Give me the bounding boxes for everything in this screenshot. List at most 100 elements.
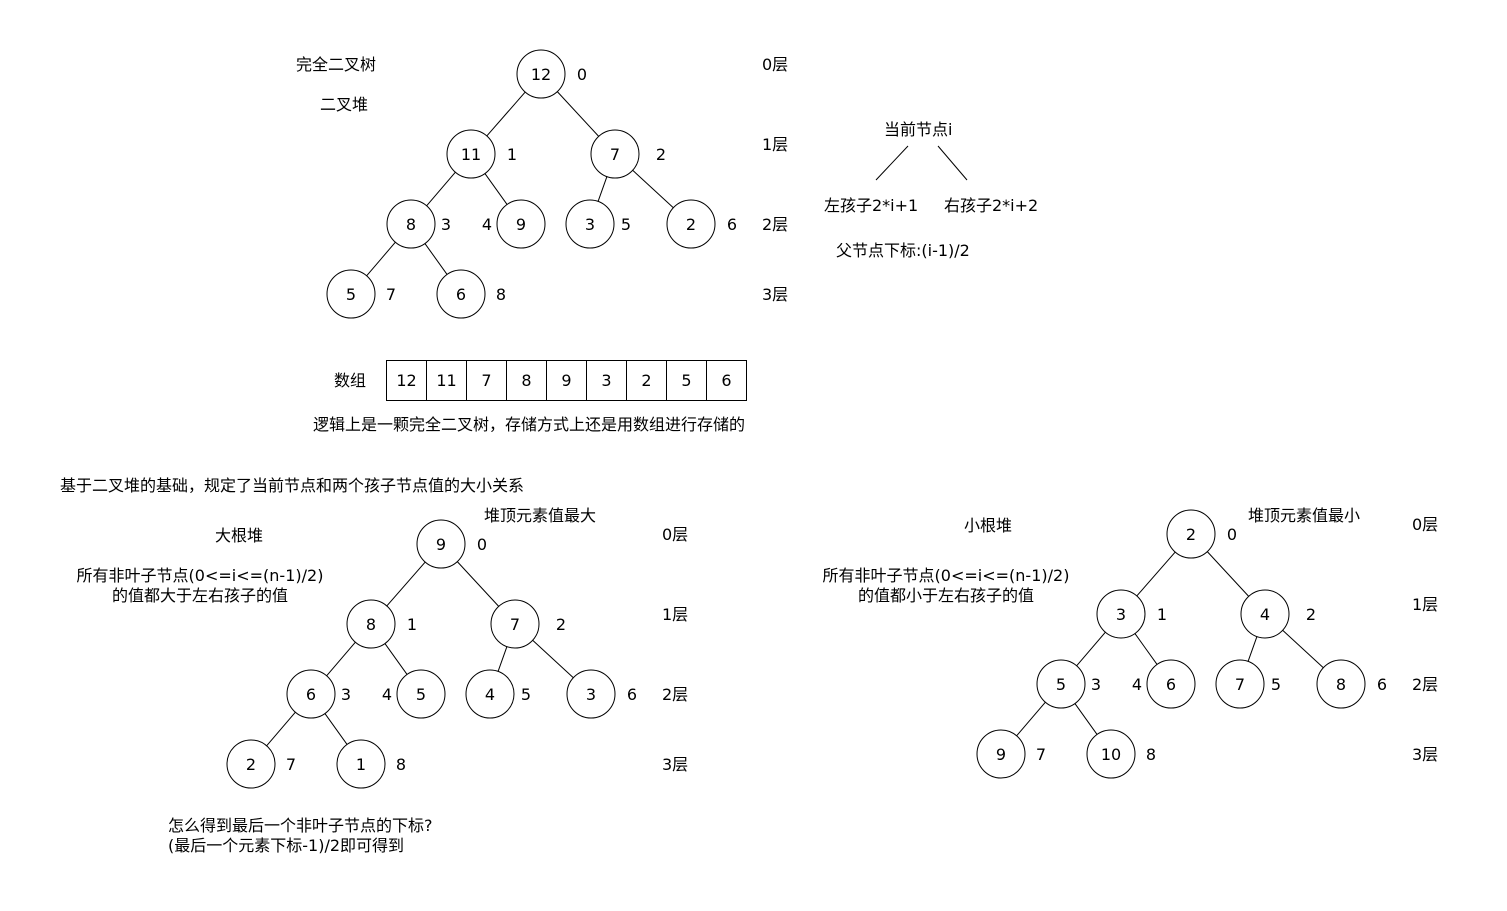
max-heap-edge-3-8	[324, 713, 348, 745]
top-node-index-3: 3	[441, 215, 451, 234]
rule-right-edge	[937, 145, 968, 181]
max-heap-node-1	[346, 599, 396, 649]
min-heap-node-1	[1096, 589, 1146, 639]
top-level-1: 1层	[762, 135, 788, 154]
min-heap-top-note: 堆顶元素值最小	[1248, 506, 1361, 525]
min-heap-node-index-4: 4	[1132, 675, 1142, 694]
min-heap-node-index-0: 0	[1227, 525, 1237, 544]
min-heap-node-7	[976, 729, 1026, 779]
top-node-5	[565, 199, 615, 249]
min-heap-level-0: 0层	[1412, 515, 1438, 534]
max-heap-desc-line1: 所有非叶子节点(0<=i<=(n-1)/2)	[76, 566, 324, 585]
max-heap-node-value-3: 6	[306, 685, 316, 704]
min-heap-edge-2-5	[1247, 636, 1258, 662]
top-node-value-0: 12	[531, 65, 551, 84]
max-heap-edge-0-1	[386, 561, 426, 607]
top-node-value-1: 11	[461, 145, 481, 164]
min-heap-node-5	[1215, 659, 1265, 709]
min-heap-node-index-6: 6	[1377, 675, 1387, 694]
max-heap-top-note: 堆顶元素值最大	[484, 506, 597, 525]
top-edge-3-7	[366, 241, 396, 277]
min-heap-node-2	[1240, 589, 1290, 639]
min-heap-node-index-5: 5	[1271, 675, 1281, 694]
min-heap-node-value-6: 8	[1336, 675, 1346, 694]
min-heap-desc-line1: 所有非叶子节点(0<=i<=(n-1)/2)	[822, 566, 1070, 585]
min-heap-node-0	[1166, 509, 1216, 559]
rule-right-child: 右孩子2*i+2	[944, 196, 1039, 215]
max-heap-node-2	[490, 599, 540, 649]
question-line1: 怎么得到最后一个非叶子节点的下标?	[168, 816, 433, 835]
min-heap-node-index-1: 1	[1157, 605, 1167, 624]
rule-current-node: 当前节点i	[884, 120, 953, 139]
max-heap-node-index-3: 3	[341, 685, 351, 704]
min-heap-node-index-7: 7	[1036, 745, 1046, 764]
top-node-1	[446, 129, 496, 179]
top-node-index-7: 7	[386, 285, 396, 304]
max-heap-desc-line2: 的值都大于左右孩子的值	[111, 586, 288, 605]
top-level-2: 2层	[762, 215, 788, 234]
min-heap-title: 小根堆	[964, 516, 1013, 535]
min-heap-node-value-4: 6	[1166, 675, 1176, 694]
top-node-index-2: 2	[656, 145, 666, 164]
max-heap-node-value-4: 5	[416, 685, 426, 704]
heap-intro: 基于二叉堆的基础，规定了当前节点和两个孩子节点值的大小关系	[60, 476, 525, 495]
max-heap-edge-1-3	[326, 641, 356, 677]
min-heap-node-6	[1316, 659, 1366, 709]
top-node-3	[386, 199, 436, 249]
min-heap-node-3	[1036, 659, 1086, 709]
max-heap-node-6	[566, 669, 616, 719]
top-node-6	[666, 199, 716, 249]
top-node-8	[436, 269, 486, 319]
array-cell-0: 12	[386, 360, 427, 401]
top-node-7	[326, 269, 376, 319]
min-heap-node-index-3: 3	[1091, 675, 1101, 694]
top-level-3: 3层	[762, 285, 788, 304]
min-heap-node-4	[1146, 659, 1196, 709]
max-heap-node-index-5: 5	[521, 685, 531, 704]
max-heap-level-2: 2层	[662, 685, 688, 704]
array-cell-1: 11	[426, 360, 467, 401]
max-heap-node-index-8: 8	[396, 755, 406, 774]
max-heap-node-index-7: 7	[286, 755, 296, 774]
max-heap-node-value-6: 3	[586, 685, 596, 704]
min-heap-node-value-8: 10	[1101, 745, 1121, 764]
max-heap-node-3	[286, 669, 336, 719]
top-node-4	[496, 199, 546, 249]
min-heap-edge-3-8	[1074, 703, 1098, 735]
top-node-value-2: 7	[610, 145, 620, 164]
min-heap-node-value-2: 4	[1260, 605, 1270, 624]
max-heap-node-4	[396, 669, 446, 719]
max-heap-node-index-2: 2	[556, 615, 566, 634]
max-heap-node-index-4: 4	[382, 685, 392, 704]
array-cell-4: 9	[546, 360, 587, 401]
max-heap-edge-3-7	[266, 711, 296, 747]
top-edge-1-3	[426, 171, 456, 207]
min-heap-node-8	[1086, 729, 1136, 779]
array-cell-2: 7	[466, 360, 507, 401]
max-heap-node-7	[226, 739, 276, 789]
top-node-index-6: 6	[727, 215, 737, 234]
top-node-value-6: 2	[686, 215, 696, 234]
max-heap-node-value-2: 7	[510, 615, 520, 634]
min-heap-level-1: 1层	[1412, 595, 1438, 614]
max-heap-node-value-1: 8	[366, 615, 376, 634]
top-node-2	[590, 129, 640, 179]
array-cell-8: 6	[706, 360, 747, 401]
top-node-index-4: 4	[482, 215, 492, 234]
question-line2: (最后一个元素下标-1)/2即可得到	[168, 836, 405, 855]
max-heap-edge-0-2	[456, 561, 500, 607]
min-heap-edge-1-3	[1076, 631, 1106, 667]
top-level-0: 0层	[762, 55, 788, 74]
array-cell-7: 5	[666, 360, 707, 401]
top-node-value-5: 3	[585, 215, 595, 234]
top-edge-0-2	[556, 91, 600, 137]
top-node-index-0: 0	[577, 65, 587, 84]
top-node-index-5: 5	[621, 215, 631, 234]
max-heap-edge-2-6	[532, 639, 574, 679]
max-heap-node-value-5: 4	[485, 685, 495, 704]
max-heap-level-0: 0层	[662, 525, 688, 544]
max-heap-node-value-7: 2	[246, 755, 256, 774]
rule-left-edge	[875, 145, 909, 181]
max-heap-node-value-8: 1	[356, 755, 366, 774]
